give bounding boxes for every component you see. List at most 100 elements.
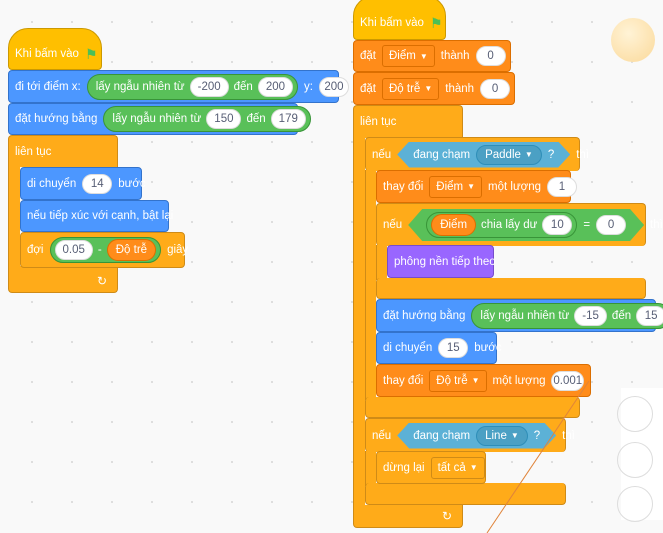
y-label: y: bbox=[304, 80, 313, 93]
loop-arrow-icon: ↻ bbox=[96, 274, 107, 288]
block-label: một lượng bbox=[488, 180, 541, 193]
to-input[interactable]: 200 bbox=[257, 76, 294, 97]
if-arm bbox=[365, 170, 376, 400]
value-input[interactable]: 0 bbox=[475, 46, 506, 66]
zoom-in-button[interactable] bbox=[617, 396, 653, 432]
if-touching-paddle-block[interactable]: nếu đang chạm Paddle▼ ? thì bbox=[365, 137, 589, 171]
zoom-reset-button[interactable] bbox=[617, 486, 653, 522]
if-bottom bbox=[365, 397, 580, 418]
to-input[interactable]: 179 bbox=[270, 109, 306, 129]
block-label: thì bbox=[576, 148, 590, 161]
bounce-on-edge-block[interactable]: nếu tiếp xúc với cạnh, bật lại bbox=[20, 200, 173, 232]
block-label: thay đổi bbox=[383, 374, 424, 387]
equals-sign: = bbox=[583, 219, 591, 231]
value-input[interactable]: 1 bbox=[547, 176, 577, 197]
mod-reporter[interactable]: Điểm chia lấy dư 10 bbox=[426, 212, 577, 238]
reporter-label: lấy ngẫu nhiên từ bbox=[95, 80, 185, 93]
caret-down-icon: ▼ bbox=[467, 182, 476, 191]
dropdown-value: Line bbox=[485, 429, 507, 442]
block-label: di chuyển bbox=[383, 342, 433, 354]
when-flag-clicked-hat[interactable]: Khi bấm vào ⚑ bbox=[8, 28, 102, 70]
reporter-label: đến bbox=[246, 113, 266, 125]
change-variable-block[interactable]: thay đổi Độ trễ▼ một lượng 0.001 bbox=[376, 364, 591, 397]
dropdown-value: tất cả bbox=[437, 461, 466, 474]
block-label: nếu bbox=[372, 148, 392, 161]
block-label: liên tục bbox=[360, 116, 397, 128]
block-label: phông nền tiếp theo bbox=[394, 255, 496, 268]
block-label: dừng lại bbox=[383, 461, 425, 474]
green-flag-icon: ⚑ bbox=[429, 14, 443, 31]
touch-target-dropdown[interactable]: Line▼ bbox=[476, 426, 528, 446]
zoom-out-button[interactable] bbox=[617, 442, 653, 478]
variable-dropdown[interactable]: Điểm▼ bbox=[429, 175, 483, 198]
y-input[interactable]: 200 bbox=[318, 76, 349, 97]
to-input[interactable]: 15 bbox=[636, 305, 663, 326]
next-backdrop-block[interactable]: phông nền tiếp theo bbox=[387, 245, 496, 278]
block-label: giây bbox=[167, 244, 189, 256]
forever-block[interactable]: liên tục bbox=[8, 135, 118, 167]
change-variable-block[interactable]: thay đổi Điểm▼ một lượng 1 bbox=[376, 170, 577, 203]
wait-block[interactable]: đợi 0.05 - Độ trễ giây bbox=[20, 232, 189, 268]
set-variable-block[interactable]: đặt Điểm▼ thành 0 bbox=[353, 40, 511, 72]
variable-dropdown[interactable]: Điểm▼ bbox=[382, 45, 435, 67]
set-variable-block[interactable]: đặt Độ trễ▼ thành 0 bbox=[353, 72, 515, 105]
forever-block[interactable]: liên tục bbox=[353, 105, 463, 138]
caret-down-icon: ▼ bbox=[419, 51, 428, 61]
subtract-reporter[interactable]: 0.05 - Độ trễ bbox=[49, 237, 162, 263]
if-touching-line-block[interactable]: nếu đang chạm Line▼ ? thì bbox=[365, 418, 575, 452]
touch-target-dropdown[interactable]: Paddle▼ bbox=[476, 145, 542, 165]
operand-input[interactable]: 0.05 bbox=[54, 240, 93, 260]
reporter-label: lấy ngẫu nhiên từ bbox=[112, 113, 202, 125]
dropdown-value: Điểm bbox=[389, 50, 416, 62]
point-in-direction-block[interactable]: đặt hướng bằng lấy ngẫu nhiên từ -15 đến… bbox=[376, 299, 663, 332]
stop-all-block[interactable]: dừng lại tất cả▼ bbox=[376, 451, 486, 484]
variable-reporter[interactable]: Điểm bbox=[431, 214, 476, 236]
forever-bottom: ↻ bbox=[353, 505, 463, 528]
forever-bottom: ↻ bbox=[8, 266, 118, 293]
forever-arm bbox=[8, 166, 20, 270]
go-to-xy-block[interactable]: đi tới điểm x: lấy ngẫu nhiên từ -200 đế… bbox=[8, 70, 349, 103]
random-reporter[interactable]: lấy ngẫu nhiên từ -15 đến 15 bbox=[471, 302, 663, 329]
block-label: đặt hướng bằng bbox=[383, 309, 466, 322]
block-label: một lượng bbox=[492, 374, 546, 387]
stop-option-dropdown[interactable]: tất cả▼ bbox=[430, 456, 485, 479]
reporter-label: đến bbox=[233, 80, 253, 93]
equals-boolean[interactable]: Điểm chia lấy dư 10 = 0 bbox=[408, 209, 644, 241]
dropdown-value: Độ trễ bbox=[389, 82, 421, 95]
value-input[interactable]: 0.001 bbox=[551, 370, 584, 391]
when-flag-clicked-hat[interactable]: Khi bấm vào ⚑ bbox=[353, 0, 446, 40]
random-reporter[interactable]: lấy ngẫu nhiên từ 150 đến 179 bbox=[103, 106, 311, 132]
variable-dropdown[interactable]: Độ trễ▼ bbox=[382, 77, 440, 100]
question-mark: ? bbox=[533, 429, 541, 442]
block-label: thì bbox=[650, 219, 663, 231]
move-steps-block[interactable]: di chuyển 15 bước bbox=[376, 332, 502, 364]
mod-input[interactable]: 10 bbox=[542, 215, 572, 235]
if-arm bbox=[365, 451, 376, 486]
equals-input[interactable]: 0 bbox=[596, 215, 626, 235]
from-input[interactable]: -200 bbox=[189, 76, 229, 97]
steps-input[interactable]: 15 bbox=[438, 338, 469, 358]
from-input[interactable]: -15 bbox=[574, 305, 607, 326]
point-in-direction-block[interactable]: đặt hướng bằng lấy ngẫu nhiên từ 150 đến… bbox=[8, 103, 311, 135]
move-steps-block[interactable]: di chuyển 14 bước bbox=[20, 167, 146, 200]
value-input[interactable]: 0 bbox=[480, 78, 511, 99]
block-label: thành bbox=[440, 50, 470, 62]
caret-down-icon: ▼ bbox=[471, 376, 480, 385]
caret-down-icon: ▼ bbox=[524, 150, 533, 159]
forever-arm bbox=[353, 137, 365, 507]
hat-label: Khi bấm vào bbox=[360, 17, 424, 29]
from-input[interactable]: 150 bbox=[206, 109, 242, 129]
variable-reporter[interactable]: Độ trễ bbox=[106, 239, 157, 261]
steps-input[interactable]: 14 bbox=[82, 173, 113, 194]
block-label: thành bbox=[445, 82, 475, 95]
touching-boolean[interactable]: đang chạm Paddle▼ ? bbox=[397, 142, 570, 168]
touching-boolean[interactable]: đang chạm Line▼ ? bbox=[397, 423, 556, 449]
random-reporter[interactable]: lấy ngẫu nhiên từ -200 đến 200 bbox=[86, 73, 299, 100]
loop-arrow-icon: ↻ bbox=[441, 509, 452, 523]
caret-down-icon: ▼ bbox=[469, 463, 478, 472]
dropdown-value: Paddle bbox=[485, 148, 521, 161]
minus-sign: - bbox=[97, 244, 102, 256]
if-score-mod-block[interactable]: nếu Điểm chia lấy dư 10 = 0 thì bbox=[376, 203, 663, 246]
variable-dropdown[interactable]: Độ trễ▼ bbox=[429, 369, 487, 392]
